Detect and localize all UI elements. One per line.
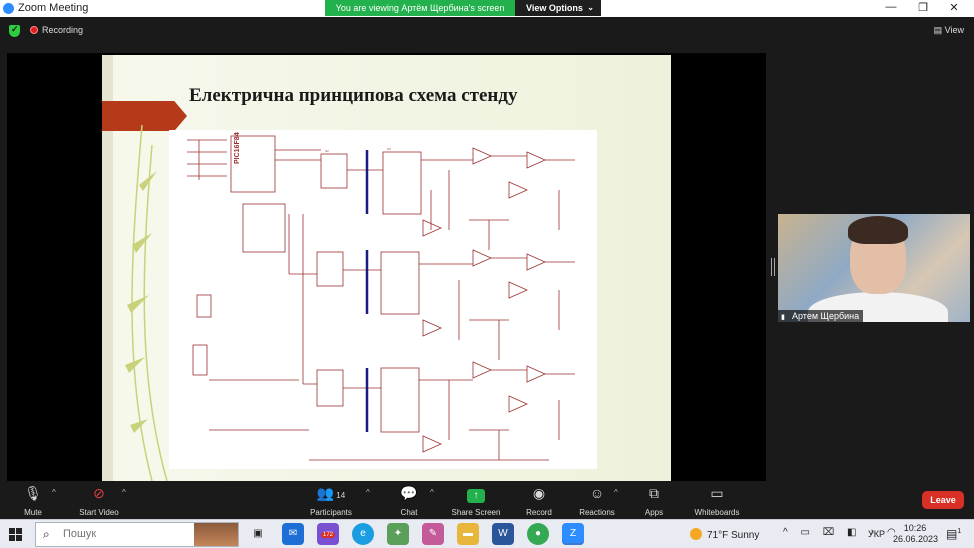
word-icon[interactable]: W xyxy=(492,523,514,545)
view-options-label: View Options xyxy=(526,3,583,13)
file-explorer-icon[interactable]: ▬ xyxy=(457,523,479,545)
leave-button[interactable]: Leave xyxy=(922,491,964,509)
participant-name: Артем Щербина xyxy=(792,311,860,321)
task-view-icon[interactable]: ▣ xyxy=(253,528,263,539)
zoom-app-icon xyxy=(3,3,14,14)
reactions-options-caret[interactable]: ^ xyxy=(614,488,618,497)
language-indicator[interactable]: УКР xyxy=(868,529,885,539)
system-tray[interactable]: ^ ▭ ⌧ ◧ ♪ ◠ xyxy=(783,527,901,538)
signal-bars-icon: ▮ xyxy=(781,314,785,321)
taskbar-search[interactable]: ⌕ xyxy=(35,522,239,547)
window-titlebar: Zoom Meeting You are viewing Артём Щерби… xyxy=(0,0,974,17)
mute-label: Mute xyxy=(24,508,42,517)
recording-indicator[interactable]: Recording xyxy=(30,25,83,35)
weather-widget[interactable]: 71°F Sunny xyxy=(690,528,759,541)
presentation-slide: Електрична принципова схема стенду xyxy=(102,55,671,481)
edge-icon[interactable]: e xyxy=(352,523,374,545)
participants-count: 14 xyxy=(336,491,346,500)
reactions-button[interactable]: ☺ Reactions xyxy=(576,484,618,517)
start-video-label: Start Video xyxy=(79,508,119,517)
participants-button[interactable]: 👥14 Participants xyxy=(306,484,356,517)
weather-temp: 71°F xyxy=(707,530,729,541)
clock-date: 26.06.2023 xyxy=(893,534,939,544)
record-icon: ◉ xyxy=(532,485,546,501)
chevron-down-icon: ⌄ xyxy=(587,3,594,12)
zoom-icon[interactable]: Z xyxy=(562,523,584,545)
meeting-toolbar: 🎙 Mute ^ ⊘ Start Video ^ 👥14 Participant… xyxy=(0,482,974,518)
record-label: Record xyxy=(526,508,552,517)
share-screen-label: Share Screen xyxy=(451,508,501,517)
close-window-button[interactable]: ✕ xyxy=(949,2,959,14)
view-label: View xyxy=(944,25,964,35)
panel-resize-handle[interactable] xyxy=(771,258,775,276)
record-button[interactable]: ◉ Record xyxy=(524,484,554,517)
recording-label: Recording xyxy=(42,25,84,35)
record-dot-icon xyxy=(30,26,38,34)
share-screen-button[interactable]: ↑ Share Screen xyxy=(449,484,503,517)
svg-text:U3: U3 xyxy=(387,147,391,151)
mute-button[interactable]: 🎙 Mute xyxy=(20,484,46,517)
participants-label: Participants xyxy=(310,508,352,517)
meeting-topbar: Recording ▤ View xyxy=(0,17,974,44)
slide-title: Електрична принципова схема стенду xyxy=(189,85,518,106)
participant-hair xyxy=(848,216,908,244)
view-layout-icon: ▤ xyxy=(933,25,943,35)
leaf-decoration-icon xyxy=(125,125,168,481)
security-shield-icon[interactable] xyxy=(9,24,20,37)
svg-text:U2: U2 xyxy=(325,149,329,153)
search-input[interactable] xyxy=(63,528,173,540)
viber-badge: 172 xyxy=(320,532,335,538)
slide-left-strip xyxy=(102,55,113,481)
participant-name-tag: ▮ Артем Щербина xyxy=(778,310,864,322)
view-options-button[interactable]: View Options ⌄ xyxy=(515,0,601,16)
microphone-icon: 🎙 xyxy=(24,485,42,501)
svg-text:U1: U1 xyxy=(235,131,239,135)
whiteboards-label: Whiteboards xyxy=(694,508,740,517)
notification-count: 1 xyxy=(957,528,962,535)
apps-icon: ⧉ xyxy=(649,485,659,501)
slide-arrow-decoration xyxy=(102,101,187,131)
participant-video-tile[interactable]: ▮ Артем Щербина xyxy=(778,214,970,322)
share-screen-icon: ↑ xyxy=(467,489,485,503)
weather-text: Sunny xyxy=(731,530,760,541)
audio-options-caret[interactable]: ^ xyxy=(52,488,56,497)
reactions-label: Reactions xyxy=(579,508,615,517)
windows-taskbar: ⌕ ▣ ✉ 172 e ✦ ✎ ▬ W ● Z 71°F Sunny ^ ▭ ⌧… xyxy=(0,519,974,548)
maximize-button[interactable]: ❐ xyxy=(918,2,928,14)
clock-time: 10:26 xyxy=(903,523,927,533)
viber-icon[interactable]: 172 xyxy=(317,523,339,545)
search-highlight-image xyxy=(194,523,238,546)
whiteboards-button[interactable]: ▭ Whiteboards xyxy=(692,484,742,517)
viewing-banner: You are viewing Артём Щербина's screen xyxy=(325,0,515,16)
chat-button[interactable]: 💬 Chat xyxy=(396,484,422,517)
reactions-icon: ☺ xyxy=(589,485,605,501)
mail-icon[interactable]: ✉ xyxy=(282,523,304,545)
chat-options-caret[interactable]: ^ xyxy=(430,488,434,497)
minimize-button[interactable]: — xyxy=(885,1,897,13)
chat-label: Chat xyxy=(400,508,418,517)
chrome-icon[interactable]: ● xyxy=(527,523,549,545)
participants-options-caret[interactable]: ^ xyxy=(366,488,370,497)
notification-icon[interactable]: ▤1 xyxy=(946,527,962,541)
participants-icon: 👥14 xyxy=(316,485,346,501)
video-off-icon: ⊘ xyxy=(93,485,105,501)
apps-label: Apps xyxy=(644,508,664,517)
view-button[interactable]: ▤ View xyxy=(934,25,964,36)
apps-button[interactable]: ⧉ Apps xyxy=(642,484,666,517)
circuit-schematic: U1 U2 U3 PIC16F84 xyxy=(169,130,597,469)
paint-icon[interactable]: ✎ xyxy=(422,523,444,545)
whiteboard-icon: ▭ xyxy=(710,485,724,501)
video-options-caret[interactable]: ^ xyxy=(122,488,126,497)
start-video-button[interactable]: ⊘ Start Video xyxy=(76,484,122,517)
mcu-label: PIC16F84 xyxy=(234,132,241,164)
sun-icon xyxy=(690,528,702,540)
search-icon: ⌕ xyxy=(43,527,50,541)
windows-start-icon[interactable] xyxy=(9,528,22,541)
taskbar-clock[interactable]: 10:26 26.06.2023 xyxy=(893,523,939,545)
chat-icon: 💬 xyxy=(400,485,418,501)
window-title: Zoom Meeting xyxy=(18,2,89,14)
tool-icon[interactable]: ✦ xyxy=(387,523,409,545)
